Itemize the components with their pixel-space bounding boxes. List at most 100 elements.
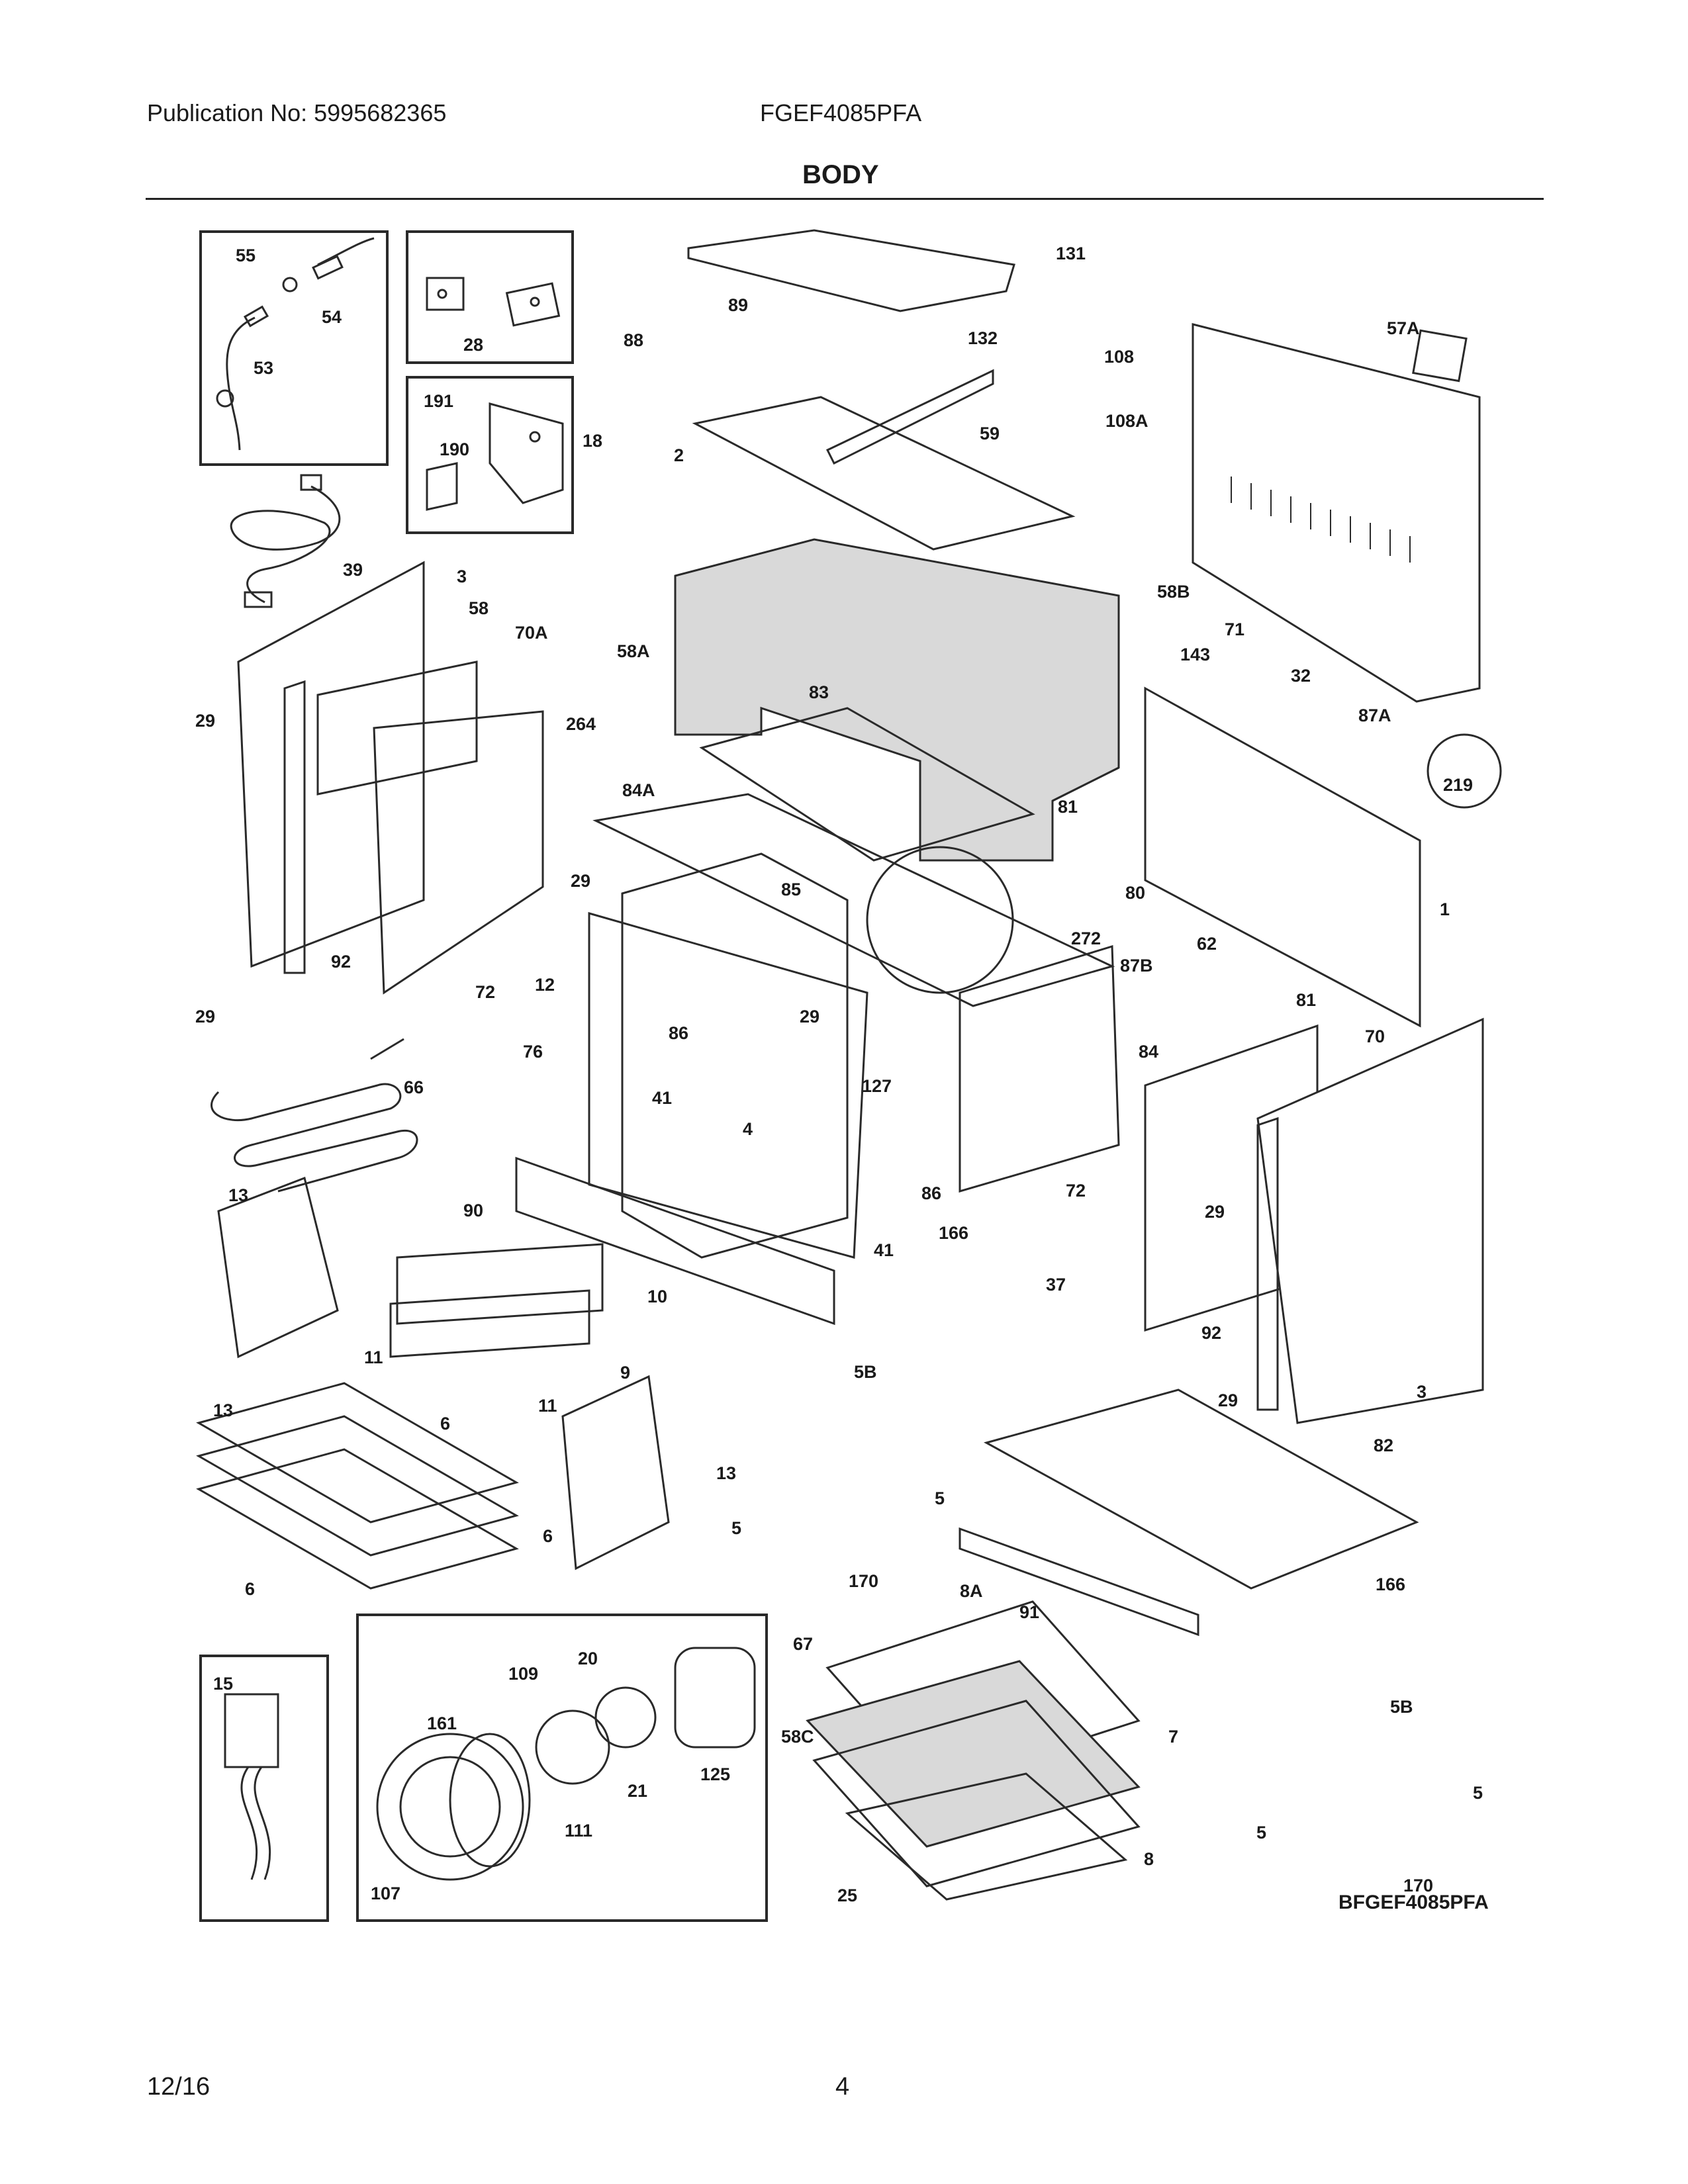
callout-58: 58 xyxy=(469,598,489,618)
side-bracket-219-circle xyxy=(1427,733,1502,809)
callout-170: 170 xyxy=(849,1571,878,1591)
rack-supports-11-13 xyxy=(217,1176,670,1570)
callout-190: 190 xyxy=(440,439,469,459)
convection-fan-parts xyxy=(376,1647,756,1881)
callout-15: 15 xyxy=(213,1674,233,1694)
page-number: 4 xyxy=(835,2073,850,2101)
callout-5B: 5B xyxy=(854,1362,877,1382)
callout-272: 272 xyxy=(1071,929,1101,948)
callout-91: 91 xyxy=(1019,1602,1039,1622)
callout-8A: 8A xyxy=(960,1581,983,1601)
oven-shroud-58A-58B xyxy=(674,538,1120,862)
callout-6: 6 xyxy=(440,1414,450,1433)
right-side-panel-3 xyxy=(1144,1017,1484,1424)
callout-59: 59 xyxy=(980,424,1000,443)
kick-panel-90 xyxy=(515,1156,835,1326)
callout-219: 219 xyxy=(1443,775,1473,795)
diagram-code: BFGEF4085PFA xyxy=(1338,1891,1489,1913)
callout-166: 166 xyxy=(939,1223,968,1243)
callout-131: 131 xyxy=(1056,244,1086,263)
racks xyxy=(196,1243,604,1590)
callout-6: 6 xyxy=(245,1579,255,1599)
callout-20: 20 xyxy=(578,1649,598,1668)
callout-29: 29 xyxy=(1218,1390,1238,1410)
callout-1: 1 xyxy=(1440,899,1450,919)
callout-84: 84 xyxy=(1139,1042,1158,1062)
callout-3: 3 xyxy=(1417,1382,1427,1402)
callout-88: 88 xyxy=(624,330,643,350)
callout-7: 7 xyxy=(1168,1727,1178,1747)
callout-161: 161 xyxy=(427,1713,457,1733)
bracket-28-parts xyxy=(426,277,561,327)
callout-81: 81 xyxy=(1058,797,1078,817)
callout-81: 81 xyxy=(1296,990,1316,1010)
callout-86: 86 xyxy=(669,1023,688,1043)
callout-3: 3 xyxy=(457,567,467,586)
callout-5: 5 xyxy=(731,1518,741,1538)
callout-89: 89 xyxy=(728,295,748,315)
callout-32: 32 xyxy=(1291,666,1311,686)
callout-11: 11 xyxy=(364,1347,383,1367)
callout-170: 170 xyxy=(1403,1876,1433,1895)
callout-25: 25 xyxy=(837,1886,857,1905)
callout-11: 11 xyxy=(538,1396,557,1416)
callout-58A: 58A xyxy=(617,641,650,661)
callout-10: 10 xyxy=(647,1287,667,1306)
right-back-panel-1 xyxy=(1144,686,1421,1028)
callout-92: 92 xyxy=(331,952,351,972)
callout-29: 29 xyxy=(571,871,590,891)
inset-bracket-191-box xyxy=(406,376,574,534)
callout-92: 92 xyxy=(1201,1323,1221,1343)
callout-29: 29 xyxy=(1205,1202,1225,1222)
callout-13: 13 xyxy=(228,1185,248,1205)
callout-5: 5 xyxy=(1256,1823,1266,1843)
callout-109: 109 xyxy=(508,1664,538,1684)
callout-28: 28 xyxy=(463,335,483,355)
callout-2: 2 xyxy=(674,445,684,465)
wiring-15 xyxy=(224,1693,279,1880)
callout-87A: 87A xyxy=(1358,705,1391,725)
section-title: BODY xyxy=(802,160,879,189)
callout-12: 12 xyxy=(535,975,555,995)
left-side-panel-3 xyxy=(237,561,544,995)
callout-191: 191 xyxy=(424,391,453,411)
model-number: FGEF4085PFA xyxy=(760,99,922,126)
callout-72: 72 xyxy=(475,982,495,1002)
callout-18: 18 xyxy=(583,431,602,451)
broil-element-66 xyxy=(211,1038,418,1193)
callout-107: 107 xyxy=(371,1884,400,1903)
publication-number: Publication No: 5995682365 xyxy=(147,99,447,126)
callout-127: 127 xyxy=(862,1076,892,1096)
callout-41: 41 xyxy=(874,1240,894,1260)
callout-13: 13 xyxy=(213,1400,233,1420)
callout-57A: 57A xyxy=(1387,318,1420,338)
inset-probe-box xyxy=(199,230,389,466)
callout-39: 39 xyxy=(343,560,363,580)
callout-6: 6 xyxy=(543,1526,553,1546)
callout-72: 72 xyxy=(1066,1181,1086,1201)
callout-53: 53 xyxy=(254,358,273,378)
callout-132: 132 xyxy=(968,328,998,348)
callout-29: 29 xyxy=(195,711,215,731)
callout-70A: 70A xyxy=(515,623,548,643)
callout-66: 66 xyxy=(404,1077,424,1097)
footer-date: 12/16 xyxy=(147,2073,211,2101)
callout-4: 4 xyxy=(743,1119,753,1139)
callout-58B: 58B xyxy=(1157,582,1190,602)
probe-parts xyxy=(216,237,375,451)
callout-85: 85 xyxy=(781,880,801,899)
callout-84A: 84A xyxy=(622,780,655,800)
callout-55: 55 xyxy=(236,246,256,265)
power-cord-39 xyxy=(230,474,341,608)
callout-76: 76 xyxy=(523,1042,543,1062)
callout-71: 71 xyxy=(1225,619,1244,639)
callout-143: 143 xyxy=(1180,645,1210,664)
oven-cavity xyxy=(592,707,1120,1259)
callout-labels: 55 54 53 28 191 190 39 3 58 70A 29 29 92… xyxy=(195,244,1483,1905)
inset-boxes xyxy=(199,230,768,1922)
callout-90: 90 xyxy=(463,1201,483,1220)
callout-8: 8 xyxy=(1144,1849,1154,1869)
callout-37: 37 xyxy=(1046,1275,1066,1295)
callout-29: 29 xyxy=(800,1007,820,1026)
top-panels xyxy=(687,229,1076,551)
